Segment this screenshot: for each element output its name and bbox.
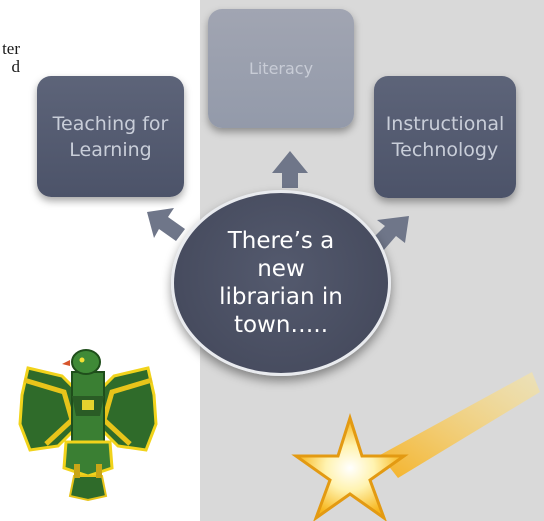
- arrow-right: [371, 216, 409, 251]
- arrow-up: [272, 151, 308, 188]
- side-text-line-1: ter: [2, 40, 20, 58]
- center-text: There’s a new librarian in town…..: [219, 228, 343, 338]
- technology-label: Instructional Technology: [385, 113, 505, 161]
- teaching-label: Teaching for Learning: [52, 112, 169, 161]
- literacy-box: Literacy: [208, 9, 354, 128]
- teaching-for-learning-box: Teaching for Learning: [37, 76, 184, 197]
- center-circle: There’s a new librarian in town…..: [171, 190, 391, 376]
- clipped-side-text: ter d: [0, 40, 20, 76]
- arrow-left: [147, 208, 185, 241]
- side-text-line-2: d: [11, 57, 21, 76]
- instructional-technology-box: Instructional Technology: [374, 76, 516, 198]
- literacy-label: Literacy: [248, 59, 314, 78]
